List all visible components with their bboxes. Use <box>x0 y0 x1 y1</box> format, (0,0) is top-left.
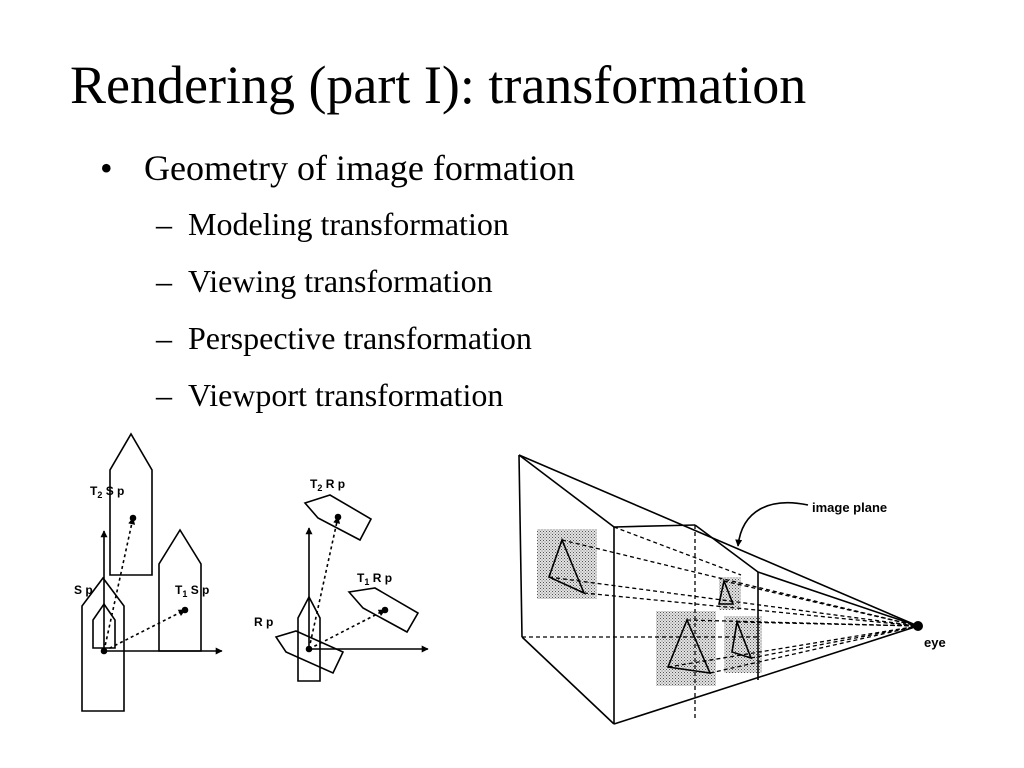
projection-ray <box>736 621 919 627</box>
point-dot <box>334 513 342 521</box>
rotation-diagram <box>274 494 429 682</box>
shaded-region <box>537 529 597 599</box>
sub-bullet-text: Perspective transformation <box>188 320 532 356</box>
origin-dot <box>305 645 313 653</box>
rotation-labels: T2 R p T1 R p R p <box>254 477 392 629</box>
vector-t2 <box>103 517 136 652</box>
point-dot <box>129 514 137 522</box>
image-plane-pointer <box>735 501 809 547</box>
projection-ray <box>561 539 919 627</box>
label-t2sp: T2 S p <box>90 484 124 500</box>
frustum-edge <box>694 524 759 573</box>
eye-point <box>913 621 923 631</box>
projection-ray <box>723 580 919 627</box>
modeling-diagram <box>81 432 223 712</box>
boat-t1rp <box>347 587 420 634</box>
projection-ray <box>750 625 919 659</box>
triangle <box>731 618 753 660</box>
boat-t2rp <box>303 494 373 542</box>
frustum-edge <box>521 636 615 725</box>
frustum-labels: image plane eye <box>812 500 946 650</box>
shaded-region <box>719 577 741 610</box>
label-t1sp: T1 S p <box>175 583 209 599</box>
sub-bullet-dash: – <box>156 263 172 299</box>
slide-title: Rendering (part I): transformation <box>70 55 807 115</box>
boat-rp <box>274 630 345 675</box>
boat-t2sp <box>109 432 153 576</box>
label-t1rp: T1 R p <box>357 571 392 587</box>
origin-dot <box>100 647 108 655</box>
label-t2rp: T2 R p <box>310 477 345 493</box>
sub-bullet-text: Modeling transformation <box>188 206 509 242</box>
triangle <box>718 578 735 605</box>
label-eye: eye <box>924 635 946 650</box>
vector-t1 <box>308 609 386 650</box>
frustum-edge <box>518 454 615 528</box>
boat-sp <box>81 576 125 712</box>
boat-p <box>297 595 321 682</box>
point-dot <box>181 606 189 614</box>
projection-ray <box>709 625 919 674</box>
modeling-labels: T2 S p S p T1 S p <box>74 484 209 599</box>
frustum-edge <box>518 454 523 638</box>
point-dot <box>381 606 389 614</box>
projection-ray <box>548 576 919 627</box>
projection-ray <box>667 625 919 668</box>
bullet-dot: • <box>100 148 113 188</box>
frustum-diagram <box>518 454 923 725</box>
sub-bullet-dash: – <box>156 377 172 413</box>
triangle <box>666 617 712 674</box>
frustum-edge <box>757 571 919 627</box>
hidden-edge <box>613 526 742 576</box>
frustum-edge <box>518 454 919 627</box>
frustum-edge <box>613 524 696 528</box>
frustum-edge <box>613 625 919 725</box>
vector-t2 <box>308 516 341 650</box>
label-rp: R p <box>254 615 273 629</box>
sub-bullet-text: Viewing transformation <box>188 263 493 299</box>
sub-bullet-dash: – <box>156 206 172 242</box>
label-sp: S p <box>74 583 93 597</box>
triangle <box>548 537 586 595</box>
label-image-plane: image plane <box>812 500 887 515</box>
bullet-text: Geometry of image formation <box>144 148 575 188</box>
sub-bullet-dash: – <box>156 320 172 356</box>
sub-bullet-text: Viewport transformation <box>188 377 504 413</box>
vector-t1 <box>103 609 186 652</box>
boat-t1sp <box>158 528 202 652</box>
shaded-region <box>724 616 762 673</box>
